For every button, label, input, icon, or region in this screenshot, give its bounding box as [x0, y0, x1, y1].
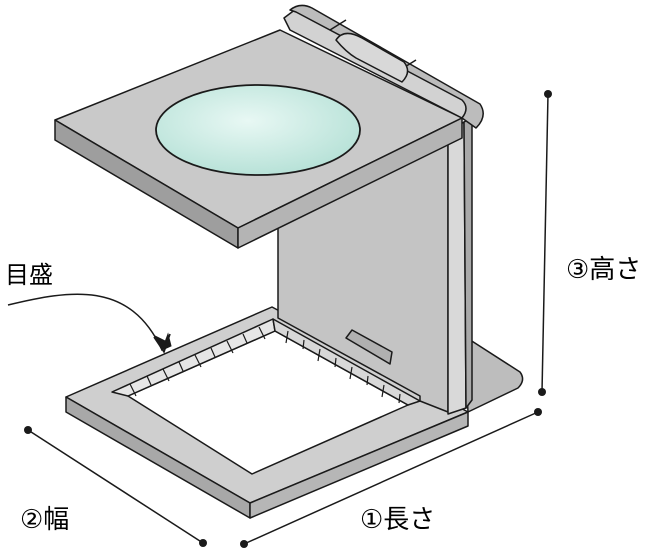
width-endpoint-a — [24, 426, 32, 434]
height-endpoint-a — [544, 90, 552, 98]
length-endpoint-a — [240, 540, 248, 548]
hinge-cylinder — [289, 4, 484, 129]
lens-plate — [54, 29, 463, 249]
label-length: ①長さ — [360, 505, 435, 535]
hinge-knuckle — [335, 32, 409, 83]
support-post — [447, 121, 467, 415]
base-inner-bevel-right — [272, 318, 421, 406]
lens-plate-right-edge — [237, 117, 463, 249]
height-endpoint-b — [538, 388, 546, 396]
hinge-seam-1 — [329, 19, 347, 31]
label-height: ③高さ — [566, 255, 641, 285]
base-frame — [65, 306, 469, 519]
base-tab — [345, 329, 393, 365]
scale-callout-curve — [7, 293, 163, 351]
width-endpoint-b — [199, 539, 207, 547]
scale-ticks-left — [129, 326, 266, 397]
arrow-head-tip — [153, 333, 171, 354]
scale-ticks-right — [285, 330, 401, 404]
label-scale: 目盛 — [5, 261, 53, 289]
scale-callout — [7, 293, 172, 354]
base-right-edge — [249, 411, 469, 519]
support-post-edge — [463, 117, 473, 409]
lens — [155, 84, 361, 176]
dimension-width — [24, 426, 207, 547]
dimension-length — [240, 408, 542, 548]
label-width: ②幅 — [20, 505, 69, 535]
length-endpoint-b — [534, 408, 542, 416]
dimension-height — [538, 90, 552, 396]
base-hinge — [463, 335, 524, 413]
top-hinge — [283, 4, 484, 129]
